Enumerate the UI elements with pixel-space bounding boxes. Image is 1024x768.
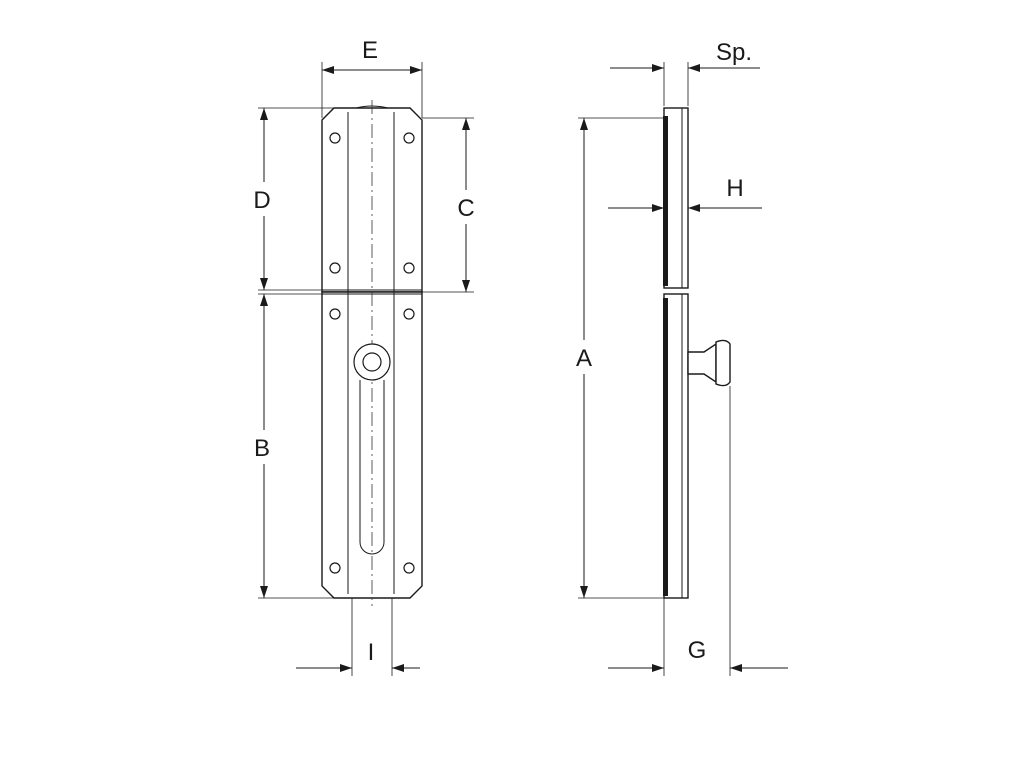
upper-plate-edge	[663, 116, 668, 286]
knob-side	[687, 342, 717, 384]
lower-plate-edge	[663, 298, 668, 596]
screw-holes	[329, 132, 415, 574]
bolt-bar-lower	[347, 292, 395, 594]
screw-hole	[329, 308, 341, 320]
side-view: Sp. H A G	[568, 39, 788, 676]
label-h: H	[726, 175, 743, 202]
front-view: E D C B I	[248, 37, 482, 676]
screw-hole	[329, 562, 341, 574]
screw-hole	[403, 262, 415, 274]
label-sp: Sp.	[716, 39, 752, 66]
label-a: A	[576, 345, 592, 372]
label-e: E	[362, 37, 378, 64]
screw-hole	[403, 132, 415, 144]
slot	[359, 380, 385, 555]
label-i: I	[368, 639, 375, 666]
label-g: G	[688, 637, 707, 664]
screw-hole	[329, 262, 341, 274]
label-d: D	[253, 187, 270, 214]
label-c: C	[457, 195, 474, 222]
screw-hole	[329, 132, 341, 144]
knob-inner	[362, 352, 382, 372]
screw-hole	[403, 562, 415, 574]
label-b: B	[254, 435, 270, 462]
knob-head	[715, 339, 731, 387]
screw-hole	[403, 308, 415, 320]
